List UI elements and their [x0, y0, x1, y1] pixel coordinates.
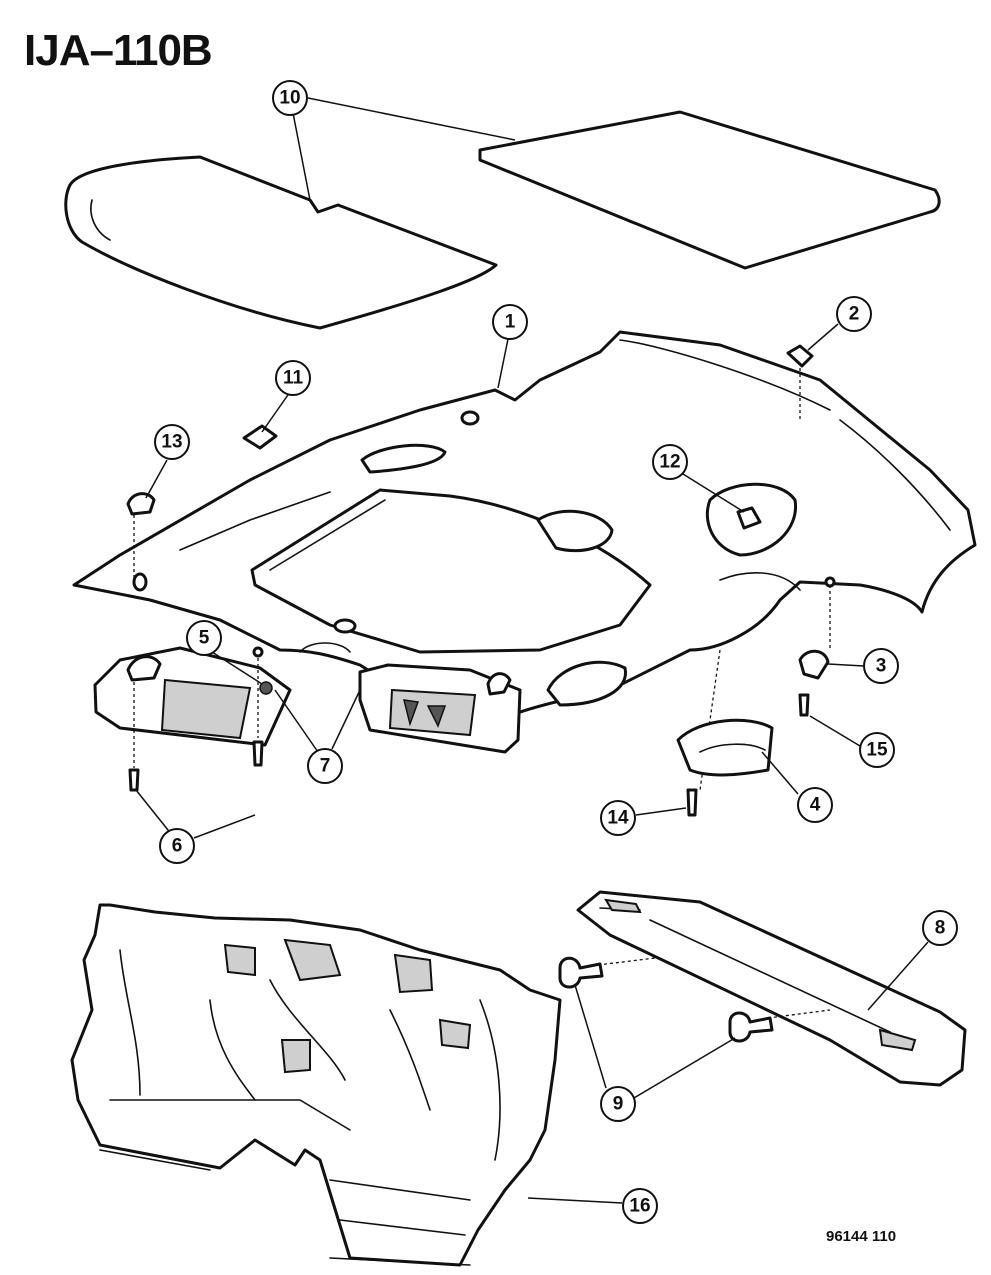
callout-8: 8: [922, 910, 958, 946]
screw: [798, 693, 810, 717]
callout-10: 10: [272, 80, 308, 116]
headliner-assist-handle-recess: [360, 443, 447, 474]
callout-13: 13: [154, 424, 190, 460]
svg-text:13: 13: [161, 432, 182, 453]
headliner-dome-lamp-recess: [536, 509, 614, 553]
callout-12: 12: [652, 444, 688, 480]
insulation-pad-left: [64, 155, 498, 330]
dash-silencer: [70, 903, 562, 1267]
coat-hook: [798, 649, 830, 680]
visor-mirror-left: [160, 678, 252, 740]
bracket: [736, 506, 762, 530]
callout-11: 11: [275, 360, 311, 396]
visor-hinge-left: [126, 655, 162, 682]
screw-right: [252, 740, 264, 767]
svg-text:7: 7: [320, 756, 331, 777]
callout-7: 7: [307, 748, 343, 784]
svg-text:11: 11: [283, 368, 304, 389]
screw: [686, 788, 698, 817]
svg-text:8: 8: [935, 918, 946, 939]
clip: [786, 344, 814, 368]
svg-text:6: 6: [172, 836, 183, 857]
callout-15: 15: [859, 732, 895, 768]
svg-text:2: 2: [849, 304, 860, 325]
callout-2: 2: [836, 296, 872, 332]
insulation-pad-right: [478, 110, 941, 270]
push-pin-upper: [558, 956, 604, 989]
callout-5: 5: [186, 620, 222, 656]
svg-text:15: 15: [866, 740, 888, 761]
headliner-front-handle-recess: [546, 660, 627, 707]
svg-text:10: 10: [279, 88, 300, 109]
screw-left: [128, 768, 140, 792]
svg-text:3: 3: [876, 656, 887, 677]
visor-hinge-right: [486, 672, 512, 696]
svg-text:5: 5: [199, 628, 210, 649]
callout-6: 6: [159, 828, 195, 864]
callout-1: 1: [492, 304, 528, 340]
hanger-clip: [126, 492, 156, 516]
svg-text:16: 16: [629, 1196, 650, 1217]
svg-text:1: 1: [505, 312, 516, 333]
rear-shelf-trim: [576, 890, 967, 1087]
callout-14: 14: [600, 800, 636, 836]
svg-text:4: 4: [810, 795, 821, 816]
diagram-title: IJA–110B: [24, 26, 213, 75]
push-pin-lower: [728, 1011, 774, 1043]
visor-clip-pivot: [259, 681, 273, 695]
retainer-clip: [242, 424, 278, 450]
callout-16: 16: [622, 1188, 658, 1224]
figure-code: 96144 110: [826, 1228, 897, 1245]
callout-9: 9: [600, 1086, 636, 1122]
svg-text:12: 12: [659, 452, 680, 473]
callout-4: 4: [797, 787, 833, 823]
leader-lines: [135, 97, 929, 1204]
callout-3: 3: [863, 648, 899, 684]
svg-text:9: 9: [613, 1094, 624, 1115]
svg-text:14: 14: [607, 808, 629, 829]
assist-handle: [676, 718, 774, 777]
